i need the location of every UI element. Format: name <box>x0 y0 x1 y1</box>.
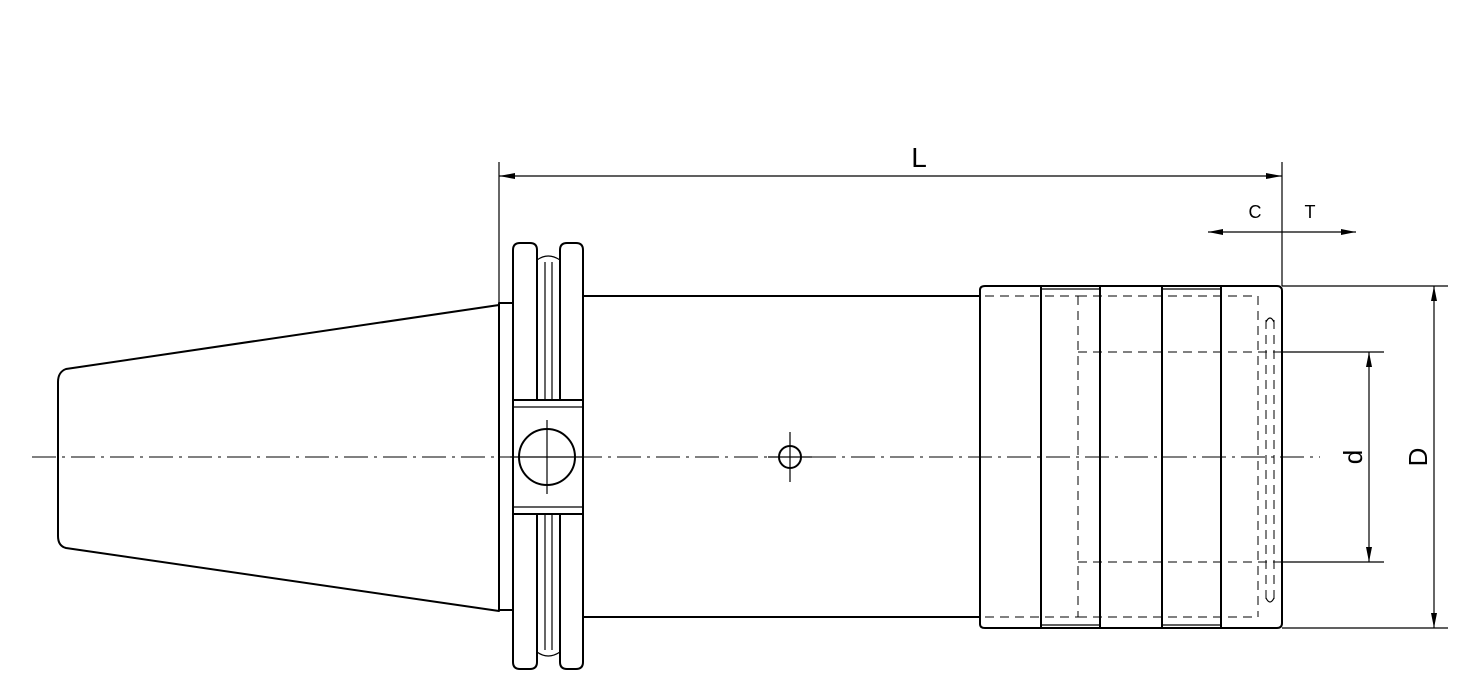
dimension-label-T: T <box>1305 202 1316 222</box>
dimension-label-C: C <box>1249 202 1262 222</box>
collet-nut <box>979 285 1283 629</box>
flange <box>498 242 584 670</box>
dimension-d: d <box>1282 351 1384 563</box>
dimension-L: L <box>498 142 1283 303</box>
dimension-label-L: L <box>911 142 927 173</box>
taper-shank <box>57 304 500 612</box>
dimension-C-T: C T <box>1208 202 1356 235</box>
body <box>582 295 981 618</box>
dimension-label-d: d <box>1338 450 1368 464</box>
dimension-label-D: D <box>1403 448 1433 467</box>
dimension-D: D <box>1282 285 1448 629</box>
